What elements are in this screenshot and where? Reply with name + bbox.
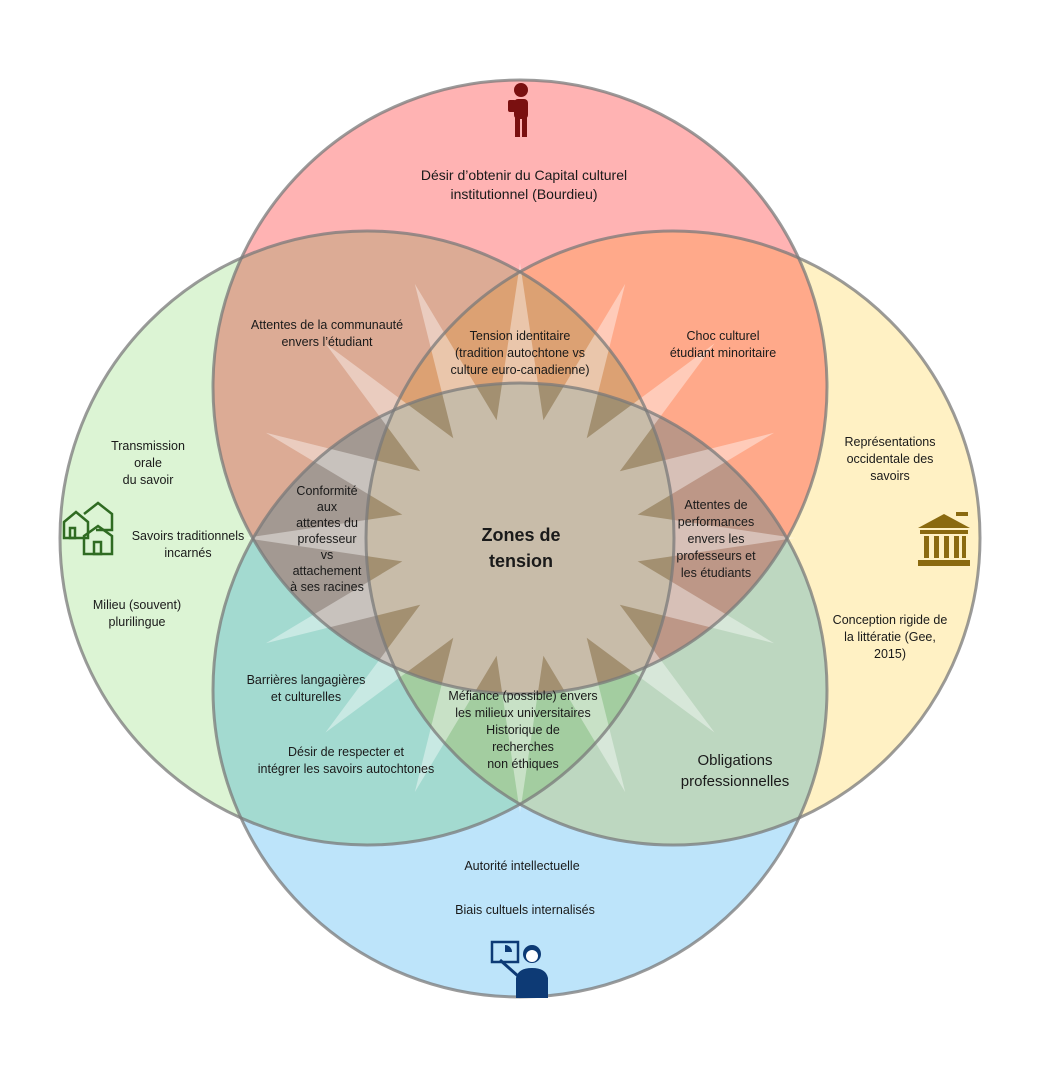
circle-outline-top bbox=[211, 78, 829, 696]
label-top-center: Tension identitaire (tradition autochton… bbox=[450, 329, 590, 377]
student-icon bbox=[508, 83, 528, 137]
label-bottom-right: Obligations professionnelles bbox=[680, 752, 790, 790]
houses-icon bbox=[62, 501, 114, 556]
label-center-right: Attentes de performances envers les prof… bbox=[676, 498, 756, 580]
circle-outline-right bbox=[364, 229, 982, 847]
label-bottom-1: Autorité intellectuelle bbox=[464, 859, 580, 873]
label-bottom-left-1: Barrières langagières et culturelles bbox=[246, 673, 366, 704]
label-center-left: Conformité aux attentes du professeur vs… bbox=[290, 484, 364, 594]
label-top-right: Choc culturel étudiant minoritaire bbox=[669, 329, 777, 360]
label-bottom-center: Méfiance (possible) envers les milieux u… bbox=[448, 689, 598, 771]
label-left-2: Savoirs traditionnels incarnés bbox=[131, 529, 245, 560]
label-right-2: Conception rigide de la littératie (Gee,… bbox=[832, 613, 948, 661]
label-bottom-2: Biais cultuels internalisés bbox=[455, 903, 595, 917]
tension-starburst bbox=[245, 263, 795, 813]
label-left-1: Transmission orale du savoir bbox=[111, 439, 185, 487]
label-top: Désir d’obtenir du Capital culturel inst… bbox=[420, 167, 628, 202]
label-top-left: Attentes de la communauté envers l’étudi… bbox=[250, 318, 404, 349]
institution-icon bbox=[918, 512, 970, 566]
label-bottom-left-2: Désir de respecter et intégrer les savoi… bbox=[257, 745, 435, 776]
circle-outline-left bbox=[58, 229, 676, 847]
center-title: Zones de tension bbox=[481, 525, 561, 571]
teacher-icon bbox=[490, 940, 548, 998]
label-right-1: Représentations occidentale des savoirs bbox=[844, 435, 936, 483]
label-left-3: Milieu (souvent) plurilingue bbox=[92, 598, 182, 629]
